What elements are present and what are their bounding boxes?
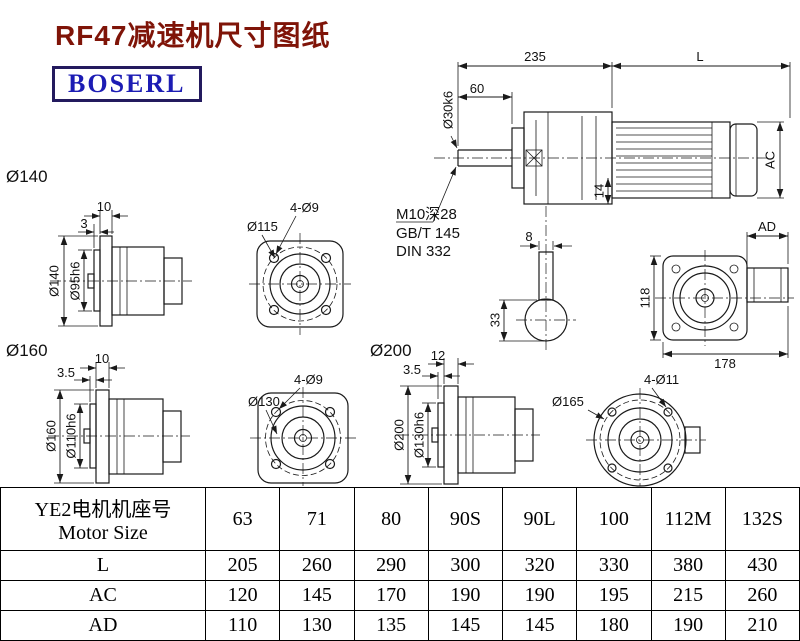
flange200-side-view: Ø200 Ø200 Ø130h6 12 3.5 [370,341,540,485]
boserl-logo: BOSERL [52,66,202,102]
motor-size-header-en: Motor Size [58,522,148,544]
flange160-front-view: 4-Ø9 Ø130 [248,372,356,486]
table-row-l: L 205 260 290 300 320 330 380 430 [0,550,800,581]
table-header-row: YE2电机机座号 Motor Size 63 71 80 90S 90L 100… [0,487,800,551]
row-label: L [0,550,206,581]
dim-value: 210 [724,610,800,641]
page-title: RF47减速机尺寸图纸 [55,20,331,51]
dim-value: 190 [501,580,578,611]
rear-width-label: 178 [714,356,736,371]
key-width-label: 8 [525,229,532,244]
table-row-ac: AC 120 145 170 190 190 195 215 260 [0,580,800,611]
flange200-thickness-label: 12 [431,348,445,363]
boserl-logo-text: BOSERL [68,69,186,98]
std-gbt-note: GB/T 145 [396,225,460,242]
dim-value: 120 [204,580,281,611]
assembly-side-view: 235 L 60 Ø30k6 AC 14 M10深28 GB/T 145 DIN… [396,49,791,260]
flange160-dia-label: Ø160 [43,420,58,452]
motor-size-header-cn: YE2电机机座号 [34,499,172,521]
size-column-header: 90S [427,487,504,551]
flange200-spigot-dia-label: Ø130h6 [411,412,426,458]
dim-value: 135 [353,610,429,641]
dim-ac-label: AC [762,151,777,169]
motor-dimension-table: YE2电机机座号 Motor Size 63 71 80 90S 90L 100… [0,487,800,641]
key-height-label: 33 [487,313,502,327]
dim-value: 260 [279,550,355,581]
size-column-header: 90L [501,487,578,551]
size-column-header: 100 [576,487,652,551]
flange200-dia-label: Ø200 [391,419,406,451]
dim-value: 130 [279,610,355,641]
flange160-side-view: Ø160 Ø160 Ø110h6 10 3.5 [6,341,190,484]
front140-holes-label: 4-Ø9 [290,200,319,215]
flange200-group-label: Ø200 [370,341,412,360]
front200-holes-label: 4-Ø11 [644,372,679,387]
front140-boltcircle-label: Ø115 [247,219,278,234]
size-column-header: 63 [204,487,281,551]
technical-drawing: 235 L 60 Ø30k6 AC 14 M10深28 GB/T 145 DIN… [6,49,794,487]
dim-value: 260 [724,580,800,611]
dim-value: 145 [279,580,355,611]
dim-60-label: 60 [470,81,484,96]
flange140-spigot-dia-label: Ø95h6 [67,261,82,300]
std-din-note: DIN 332 [396,243,451,260]
flange160-spigot-dia-label: Ø110h6 [63,413,78,458]
flange140-group-label: Ø140 [6,167,48,186]
flange140-side-view: Ø140 Ø140 Ø95h6 10 3 [6,167,192,327]
dim-value: 180 [576,610,652,641]
table-row-ad: AD 110 130 135 145 145 180 190 210 [0,610,800,641]
flange160-spigot-depth-label: 3.5 [57,365,75,380]
flange140-spigot-depth-label: 3 [80,216,87,231]
gearbox-rear-view: AD 118 178 [637,219,794,371]
row-label: AC [0,580,206,611]
front160-holes-label: 4-Ø9 [294,372,323,387]
flange160-group-label: Ø160 [6,341,48,360]
dim-value: 145 [501,610,578,641]
dim-l-label: L [696,49,703,64]
dim-value: 190 [427,580,504,611]
dim-14-label: 14 [591,184,606,198]
motor-size-header: YE2电机机座号 Motor Size [0,487,206,551]
front160-boltcircle-label: Ø130 [248,394,280,409]
dim-value: 195 [576,580,652,611]
dim-value: 110 [204,610,281,641]
dim-value: 215 [650,580,726,611]
flange140-dia-label: Ø140 [46,265,61,297]
size-column-header: 71 [279,487,355,551]
flange140-front-view: 4-Ø9 Ø115 [247,200,351,335]
dim-value: 380 [650,550,726,581]
front200-boltcircle-label: Ø165 [552,394,584,409]
dim-value: 205 [204,550,281,581]
row-label: AD [0,610,206,641]
rear-height-label: 118 [637,288,652,309]
dim-value: 430 [724,550,800,581]
flange140-thickness-label: 10 [97,199,111,214]
size-column-header: 112M [650,487,726,551]
size-column-header: 132S [724,487,800,551]
dim-value: 170 [353,580,429,611]
dim-value: 145 [427,610,504,641]
dim-value: 300 [427,550,504,581]
shaft-key-section: 8 33 [487,206,576,350]
tap-note: M10深28 [396,206,457,223]
dim-value: 190 [650,610,726,641]
flange200-front-view: 4-Ø11 Ø165 [552,372,706,487]
dim-235-label: 235 [524,49,546,64]
flange200-spigot-depth-label: 3.5 [403,362,421,377]
dim-value: 330 [576,550,652,581]
dim-value: 290 [353,550,429,581]
dim-ad-label: AD [758,219,776,234]
dim-value: 320 [501,550,578,581]
shaft-dia-label: Ø30k6 [440,91,455,129]
size-column-header: 80 [353,487,429,551]
flange160-thickness-label: 10 [95,351,109,366]
